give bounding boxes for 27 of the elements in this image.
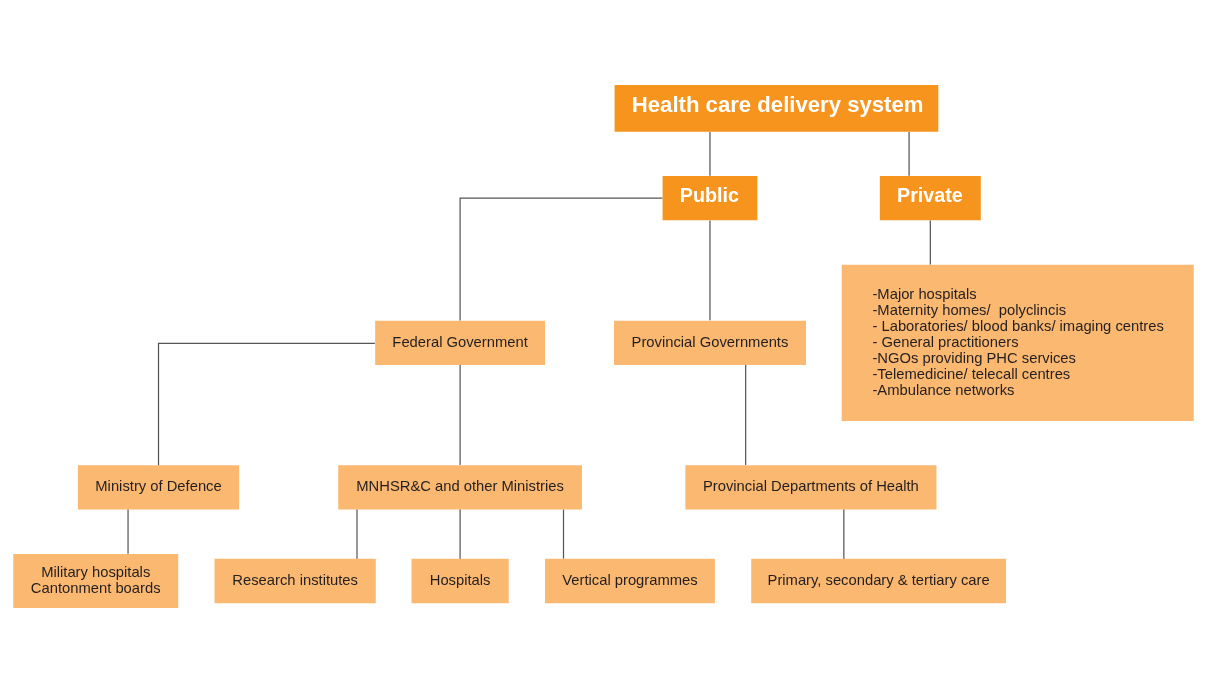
- node-box: Private: [879, 176, 981, 221]
- connector: [356, 509, 358, 560]
- node-box: Research institutes: [214, 558, 376, 604]
- connector: [929, 219, 931, 266]
- connector: [709, 131, 711, 177]
- connector: [127, 509, 129, 555]
- node-box: Hospitals: [411, 558, 509, 604]
- connector: [908, 131, 910, 177]
- connector: [459, 364, 461, 466]
- node-box: -Major hospitals -Maternity homes/ polyclincis - Laboratories/ blood banks/ imaging centres - General practitioners -NGOs providing PHC services -Telemedicine/ telecall centres -Ambulance networks: [841, 264, 1194, 421]
- node-box: MNHSR&C and other Ministries: [338, 465, 582, 510]
- node-box: Public: [662, 176, 758, 221]
- node-box: Military hospitals Cantonment boards: [13, 553, 179, 609]
- node-box: Federal Government: [375, 320, 546, 365]
- node-box: Ministry of Defence: [77, 465, 240, 510]
- connector: [843, 509, 845, 560]
- node-box: Vertical programmes: [545, 558, 715, 604]
- connector: [745, 364, 747, 466]
- node-box: Health care delivery system: [614, 84, 939, 132]
- connector: [709, 219, 711, 321]
- connector: [157, 342, 376, 466]
- connector: [459, 197, 663, 322]
- connector: [459, 509, 461, 560]
- connector: [562, 509, 565, 560]
- node-box: Primary, secondary & tertiary care: [751, 558, 1006, 604]
- node-box: Provincial Governments: [613, 320, 806, 365]
- node-box: Provincial Departments of Health: [685, 465, 937, 510]
